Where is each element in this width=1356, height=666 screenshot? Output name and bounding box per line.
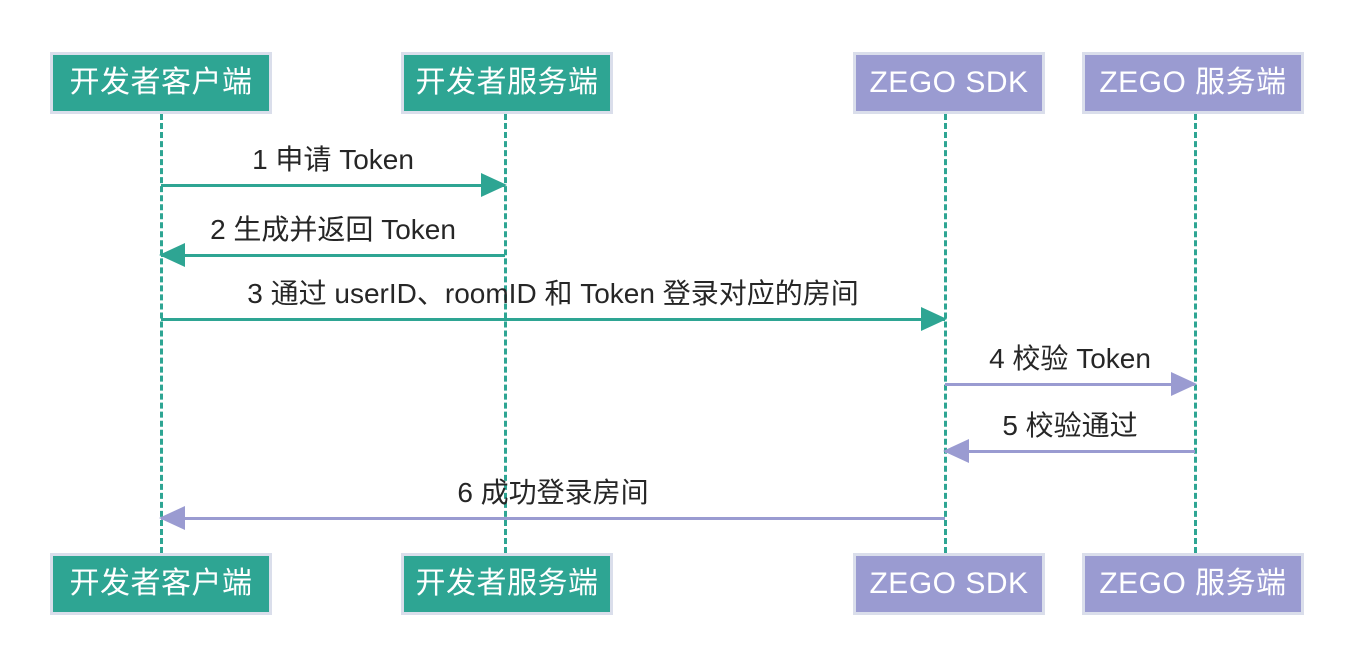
message-3-arrowhead-icon: [921, 307, 947, 331]
lifeline-zego-server: [1194, 114, 1197, 553]
participant-box-dev-server-bottom: 开发者服务端: [401, 553, 613, 615]
lifeline-dev-client: [160, 114, 163, 553]
message-3-line: [161, 318, 945, 321]
lifeline-zego-sdk: [944, 114, 947, 553]
message-5-label: 5 校验通过: [1002, 409, 1138, 441]
message-3-label: 3 通过 userID、roomID 和 Token 登录对应的房间: [247, 277, 859, 309]
participant-box-dev-client-top: 开发者客户端: [50, 52, 272, 114]
message-6-arrowhead-icon: [159, 506, 185, 530]
participant-label-dev-client-top: 开发者客户端: [69, 66, 253, 99]
lifeline-dev-server: [504, 114, 507, 553]
message-4-line: [945, 383, 1195, 386]
message-1-line: [161, 184, 505, 187]
participant-box-zego-server-top: ZEGO 服务端: [1082, 52, 1304, 114]
message-6-line: [161, 517, 945, 520]
participant-label-zego-sdk-top: ZEGO SDK: [869, 66, 1029, 99]
message-6-label: 6 成功登录房间: [457, 476, 649, 508]
participant-box-zego-sdk-top: ZEGO SDK: [853, 52, 1045, 114]
participant-label-dev-server-top: 开发者服务端: [415, 66, 599, 99]
message-1-arrowhead-icon: [481, 173, 507, 197]
message-2-line: [161, 254, 505, 257]
message-2-label: 2 生成并返回 Token: [210, 213, 456, 245]
participant-box-dev-client-bottom: 开发者客户端: [50, 553, 272, 615]
message-4-arrowhead-icon: [1171, 372, 1197, 396]
participant-label-zego-sdk-bottom: ZEGO SDK: [869, 567, 1029, 600]
message-4-label: 4 校验 Token: [989, 342, 1151, 374]
participant-box-zego-server-bottom: ZEGO 服务端: [1082, 553, 1304, 615]
participant-box-dev-server-top: 开发者服务端: [401, 52, 613, 114]
participant-label-zego-server-top: ZEGO 服务端: [1099, 66, 1287, 99]
participant-label-dev-client-bottom: 开发者客户端: [69, 567, 253, 600]
participant-box-zego-sdk-bottom: ZEGO SDK: [853, 553, 1045, 615]
participant-label-dev-server-bottom: 开发者服务端: [415, 567, 599, 600]
message-5-arrowhead-icon: [943, 439, 969, 463]
message-2-arrowhead-icon: [159, 243, 185, 267]
participant-label-zego-server-bottom: ZEGO 服务端: [1099, 567, 1287, 600]
message-5-line: [945, 450, 1195, 453]
message-1-label: 1 申请 Token: [252, 143, 414, 175]
